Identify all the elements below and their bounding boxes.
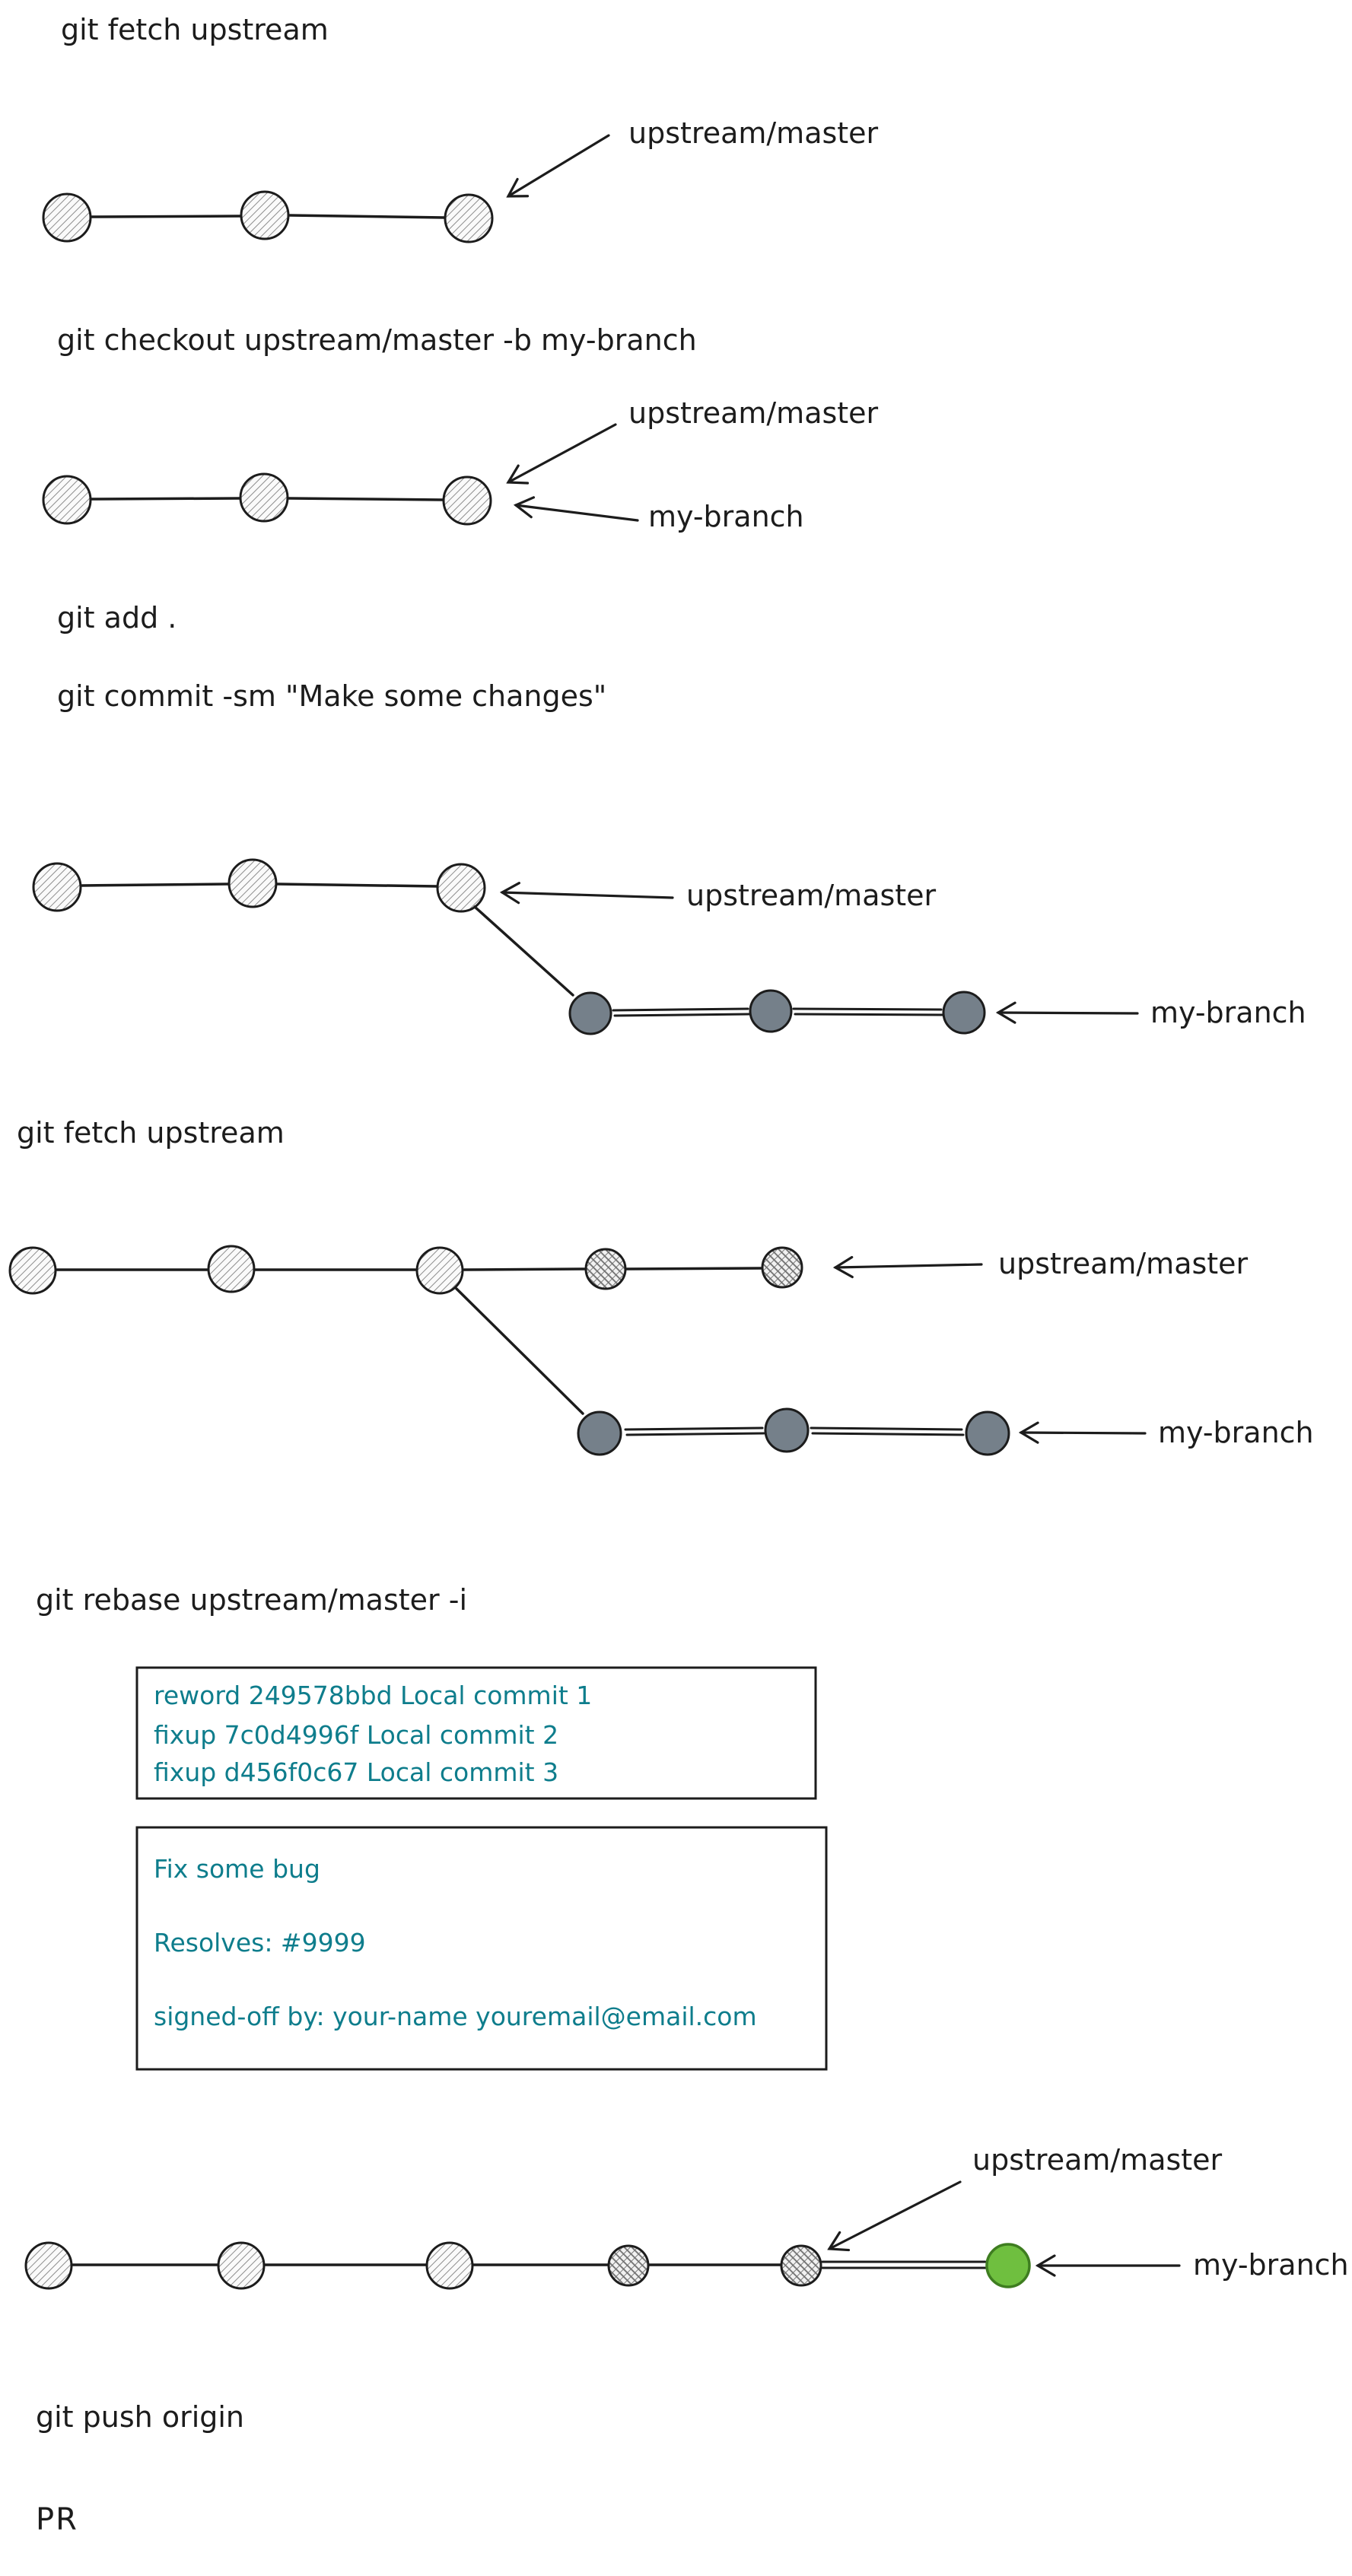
commit-node-hatched — [8, 1246, 57, 1295]
graph-after-rebase: upstream/master my-branch — [24, 2143, 1349, 2290]
commit-node-rebased-green — [985, 2243, 1031, 2288]
commit-node-upstream-new — [761, 1246, 803, 1289]
commit-node-hatched — [227, 858, 278, 908]
rebase-todo-box-border — [135, 1666, 817, 1800]
label-my-branch: my-branch — [1193, 2248, 1349, 2282]
label-my-branch: my-branch — [648, 500, 804, 533]
commit-node-local — [942, 991, 986, 1035]
label-my-branch: my-branch — [1158, 1416, 1314, 1449]
commit-message-box: Fix some bug Resolves: #9999 signed-off … — [135, 1826, 828, 2071]
commit-message-line: Fix some bug — [154, 1854, 320, 1884]
commit-node-hatched — [239, 472, 289, 523]
commit-node-hatched — [42, 475, 92, 525]
commit-message-box-border — [135, 1826, 828, 2071]
arrow-upstream-master — [506, 134, 610, 198]
branch-edge — [473, 905, 574, 997]
rebase-todo-box: reword 249578bbd Local commit 1 fixup 7c… — [135, 1666, 817, 1800]
command-git-fetch-upstream-1: git fetch upstream — [61, 13, 329, 46]
label-upstream-master: upstream/master — [628, 396, 879, 430]
commit-message-line: Resolves: #9999 — [154, 1928, 366, 1957]
commit-node-hatched — [442, 475, 492, 526]
commit-node-hatched — [415, 1246, 464, 1295]
commit-edge-sketchy — [810, 1426, 965, 1436]
commit-node-local — [965, 1410, 1010, 1456]
command-git-checkout: git checkout upstream/master -b my-branc… — [57, 323, 697, 357]
label-my-branch: my-branch — [1150, 996, 1306, 1029]
commit-node-upstream-new — [584, 1248, 627, 1290]
command-git-commit: git commit -sm "Make some changes" — [57, 679, 606, 713]
commit-edge — [288, 214, 446, 219]
commit-node-hatched — [24, 2241, 73, 2290]
command-git-fetch-upstream-2: git fetch upstream — [17, 1116, 285, 1150]
arrow-upstream-master — [506, 423, 617, 485]
arrow-my-branch — [513, 496, 639, 522]
graph-after-fetch-1: upstream/master — [42, 116, 879, 243]
commit-node-hatched — [444, 193, 494, 243]
label-upstream-master: upstream/master — [686, 879, 937, 912]
graph-after-commits: upstream/master my-branch — [32, 858, 1306, 1035]
commit-edge-sketchy — [624, 1426, 765, 1436]
commit-edge-sketchy — [612, 1007, 751, 1017]
commit-edge — [463, 1267, 586, 1271]
graph-after-checkout: upstream/master my-branch — [42, 396, 879, 533]
commit-node-upstream-new — [607, 2244, 650, 2287]
commit-node-hatched — [436, 863, 486, 913]
commit-edge-sketchy — [821, 2260, 987, 2269]
rebase-todo-line: reword 249578bbd Local commit 1 — [154, 1681, 592, 1710]
graph-after-fetch-2: upstream/master my-branch — [8, 1245, 1314, 1456]
commit-node-local — [764, 1407, 810, 1453]
commit-edge — [91, 497, 241, 501]
command-git-add: git add . — [57, 601, 177, 634]
commit-message-line: signed-off by: your-name youremail@email… — [154, 2002, 757, 2031]
commit-edge — [625, 1267, 762, 1271]
commit-node-hatched — [217, 2241, 266, 2290]
commit-node-hatched — [207, 1245, 256, 1293]
rebase-todo-line: fixup d456f0c67 Local commit 3 — [154, 1757, 558, 1787]
label-upstream-master: upstream/master — [972, 2143, 1223, 2177]
commit-node-hatched — [32, 862, 82, 912]
label-upstream-master: upstream/master — [998, 1247, 1249, 1280]
label-pr: PR — [36, 2502, 78, 2537]
commit-node-local — [568, 991, 612, 1035]
commit-node-upstream-new — [780, 2244, 822, 2287]
command-git-rebase: git rebase upstream/master -i — [36, 1583, 467, 1617]
commit-node-local — [749, 989, 793, 1033]
commit-node-hatched — [240, 190, 290, 240]
commit-edge — [91, 215, 242, 218]
commit-node-local — [577, 1410, 622, 1456]
commit-edge — [288, 497, 444, 501]
rebase-todo-line: fixup 7c0d4996f Local commit 2 — [154, 1720, 558, 1750]
commit-edge — [276, 883, 438, 888]
arrow-upstream-master — [499, 882, 674, 905]
commit-node-hatched — [425, 2241, 474, 2290]
command-git-push: git push origin — [36, 2400, 244, 2434]
label-upstream-master: upstream/master — [628, 116, 879, 150]
commit-edge-sketchy — [792, 1007, 944, 1016]
arrow-upstream-master — [827, 2180, 962, 2252]
branch-edge — [455, 1287, 584, 1415]
arrow-upstream-master — [832, 1255, 983, 1279]
commit-node-hatched — [42, 192, 92, 243]
commit-edge — [81, 883, 230, 887]
